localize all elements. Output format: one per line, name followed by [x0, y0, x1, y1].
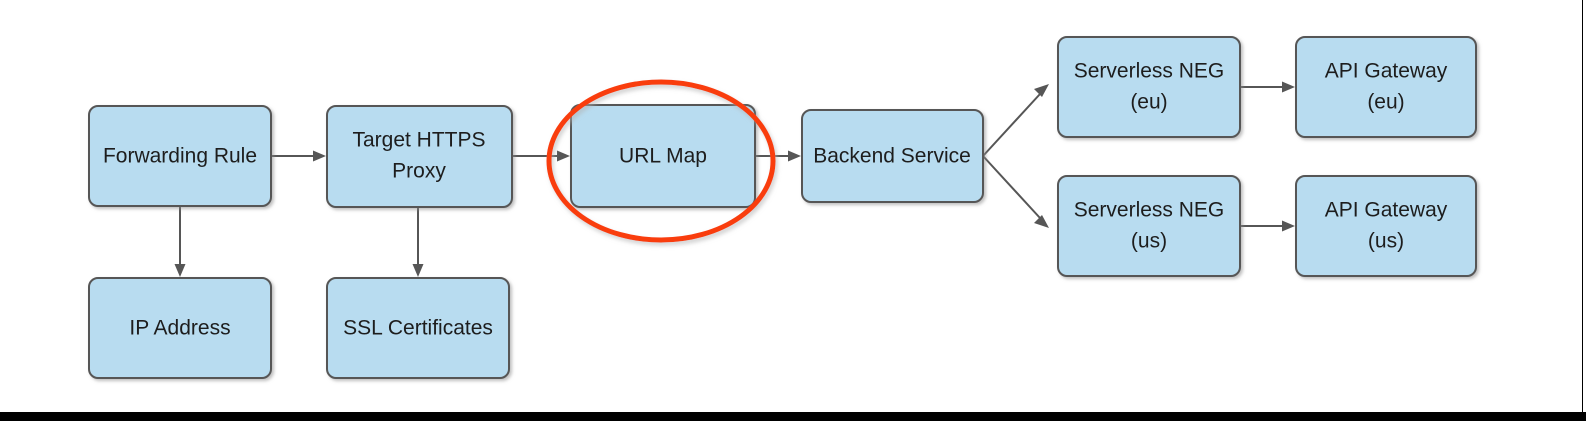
bottom-bar	[0, 412, 1586, 421]
edge-forwarding-to-proxy	[271, 150, 326, 162]
node-serverless-neg-eu[interactable]: Serverless NEG (eu)	[1057, 36, 1241, 138]
node-api-gateway-eu[interactable]: API Gateway (eu)	[1295, 36, 1477, 138]
node-target-https-proxy[interactable]: Target HTTPS Proxy	[326, 105, 513, 208]
node-ssl-certificates[interactable]: SSL Certificates	[326, 277, 510, 379]
node-label-api-gateway-eu-line1: API Gateway	[1325, 60, 1448, 83]
edge-neg-eu-to-gateway-eu	[1240, 81, 1295, 93]
edge-neg-us-to-gateway-us	[1240, 220, 1295, 232]
node-label-serverless-neg-us-line2: (us)	[1131, 230, 1167, 253]
node-label-ip-address: IP Address	[129, 317, 230, 340]
edge-backend-to-neg-us	[982, 155, 1049, 228]
node-label-serverless-neg-eu-line1: Serverless NEG	[1074, 60, 1225, 83]
node-label-forwarding-rule: Forwarding Rule	[103, 145, 257, 168]
edge-forwarding-to-ip	[174, 206, 186, 277]
node-label-backend-service: Backend Service	[813, 145, 971, 168]
edge-backend-to-neg-eu	[982, 84, 1049, 157]
node-label-url-map: URL Map	[619, 145, 707, 168]
edge-urlmap-to-backend	[755, 150, 801, 162]
node-label-api-gateway-eu-line2: (eu)	[1367, 91, 1404, 114]
node-ip-address[interactable]: IP Address	[88, 277, 272, 379]
node-label-api-gateway-us-line2: (us)	[1368, 230, 1404, 253]
node-label-serverless-neg-eu-line2: (eu)	[1130, 91, 1167, 114]
node-serverless-neg-us[interactable]: Serverless NEG (us)	[1057, 175, 1241, 277]
node-url-map[interactable]: URL Map	[570, 104, 756, 208]
node-label-api-gateway-us-line1: API Gateway	[1325, 199, 1448, 222]
edge-proxy-to-urlmap	[512, 150, 570, 162]
node-label-ssl-certificates: SSL Certificates	[343, 317, 493, 340]
node-label-target-https-proxy-line1: Target HTTPS	[352, 129, 485, 152]
node-api-gateway-us[interactable]: API Gateway (us)	[1295, 175, 1477, 277]
node-label-serverless-neg-us-line1: Serverless NEG	[1074, 199, 1225, 222]
url-map-highlight-annotation	[546, 79, 776, 243]
edge-proxy-to-ssl	[412, 207, 424, 277]
node-forwarding-rule[interactable]: Forwarding Rule	[88, 105, 272, 207]
node-backend-service[interactable]: Backend Service	[801, 109, 984, 203]
right-edge-rule	[1582, 0, 1583, 412]
node-label-target-https-proxy-line2: Proxy	[392, 160, 446, 183]
